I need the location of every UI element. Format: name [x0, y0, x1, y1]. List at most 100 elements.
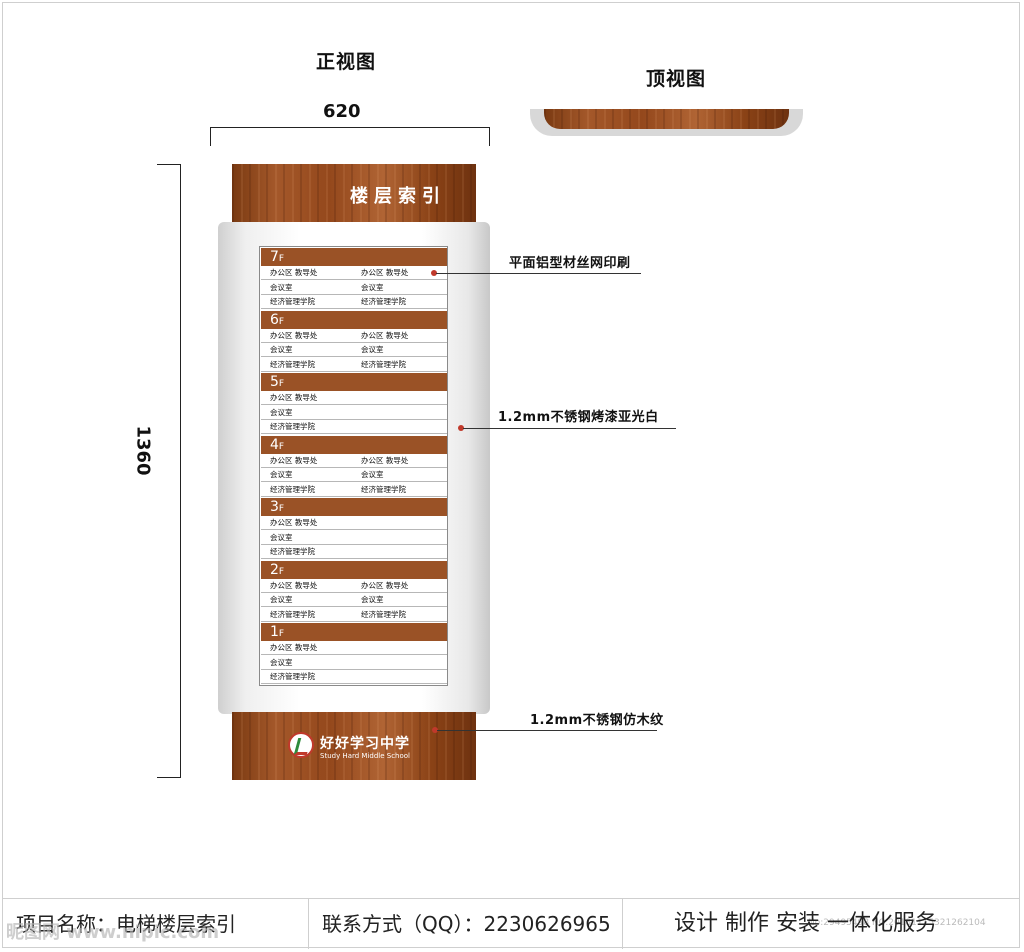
floor-header: 6F: [261, 310, 447, 329]
footer-contact: 联系方式（QQ）：2230626965: [322, 912, 611, 936]
floor-number: 4: [270, 436, 279, 453]
callout-line-3: [437, 730, 657, 731]
directory-row: 经济管理学院 经济管理学院: [261, 295, 447, 309]
room-left: 办公区 教导处: [270, 268, 318, 277]
directory-row: 经济管理学院: [261, 670, 447, 684]
footer-service: 设计 制作 安装 一体化服务: [674, 911, 937, 936]
room-left: 办公区 教导处: [270, 518, 318, 527]
directory-row: 经济管理学院 经济管理学院: [261, 608, 447, 622]
floor-number: 2: [270, 561, 279, 578]
room-left: 经济管理学院: [270, 422, 315, 431]
room-left: 会议室: [270, 282, 293, 292]
directory-row: 办公区 教导处 办公区 教导处: [261, 329, 447, 343]
room-left: 经济管理学院: [270, 547, 315, 556]
front-view-label: 正视图: [316, 51, 377, 73]
room-left: 会议室: [270, 657, 293, 667]
room-right: 会议室: [361, 282, 384, 292]
watermark-id: No:29495498 NO.20181115321262104: [808, 918, 986, 928]
room-right: 经济管理学院: [361, 484, 406, 494]
school-name: 好好学习中学: [320, 736, 410, 752]
floor-header: 2F: [261, 560, 447, 579]
floor-unit: F: [278, 316, 285, 327]
width-dimension-line: [210, 127, 490, 146]
room-right: 经济管理学院: [361, 297, 406, 306]
directory-row: 会议室 会议室: [261, 281, 447, 295]
floor-header: 7F: [261, 248, 447, 266]
directory-row: 办公区 教导处: [261, 391, 447, 405]
floor-number: 6: [270, 311, 279, 328]
room-left: 会议室: [270, 470, 293, 479]
floor-unit: F: [278, 379, 285, 389]
directory-row: 经济管理学院 经济管理学院: [261, 483, 447, 497]
callout-dot-1: [431, 270, 437, 276]
floor-header: 1F: [261, 623, 447, 641]
footer-bar: 项目名称：电梯楼层索引 联系方式（QQ）：2230626965 设计 制作 安装…: [2, 898, 1020, 949]
callout-text-3: 1.2mm不锈钢仿木纹: [530, 713, 664, 728]
floor-unit: F: [278, 566, 285, 577]
callout-dot-3: [432, 727, 438, 733]
directory-row: 会议室: [261, 531, 447, 545]
floor-header: 4F: [261, 435, 447, 454]
room-right: 会议室: [361, 470, 384, 479]
room-left: 经济管理学院: [270, 672, 315, 681]
school-name-english: Study Hard Middle School: [320, 752, 410, 760]
height-dimension-line: [157, 164, 181, 778]
bottom-wood-base: 好好学习中学 Study Hard Middle School: [232, 712, 476, 780]
directory-row: 办公区 教导处办公区 教导处: [261, 454, 447, 468]
room-left: 经济管理学院: [270, 484, 315, 494]
width-dimension-label: 620: [323, 101, 361, 122]
directory-row: 会议室: [261, 406, 447, 420]
room-right: 会议室: [361, 345, 384, 354]
room-left: 经济管理学院: [270, 359, 315, 369]
callout-line-2: [463, 428, 676, 429]
floor-number: 3: [270, 499, 279, 515]
room-left: 经济管理学院: [270, 297, 315, 306]
room-right: 办公区 教导处: [361, 330, 409, 340]
directory-row: 经济管理学院: [261, 420, 447, 434]
callout-dot-2: [458, 425, 464, 431]
room-left: 办公区 教导处: [270, 393, 318, 402]
room-right: 经济管理学院: [361, 359, 406, 369]
floor-unit: F: [278, 441, 285, 452]
floor-number: 7: [270, 249, 279, 265]
floor-number: 5: [270, 374, 279, 390]
directory-row: 会议室 会议室: [261, 593, 447, 607]
directory-row: 办公区 教导处: [261, 641, 447, 655]
callout-text-1: 平面铝型材丝网印刷: [509, 256, 631, 271]
top-view-label: 顶视图: [646, 68, 707, 90]
floor-unit: F: [278, 504, 285, 514]
room-left: 办公区 教导处: [270, 643, 318, 652]
top-wood-cap: 楼层索引: [232, 164, 476, 224]
floor-unit: F: [278, 629, 285, 639]
directory-row: 会议室 会议室: [261, 343, 447, 357]
room-right: 经济管理学院: [361, 609, 406, 619]
footer-project: 项目名称：电梯楼层索引: [16, 912, 236, 936]
room-left: 会议室: [270, 345, 293, 354]
room-left: 办公区 教导处: [270, 455, 318, 465]
callout-text-2: 1.2mm不锈钢烤漆亚光白: [498, 410, 659, 425]
school-logo-icon: [288, 732, 314, 758]
sign-title: 楼层索引: [350, 186, 446, 207]
floor-header: 3F: [261, 498, 447, 516]
directory-row: 经济管理学院 经济管理学院: [261, 358, 447, 372]
directory-row: 办公区 教导处 办公区 教导处: [261, 579, 447, 593]
height-dimension-label: 1360: [132, 425, 154, 476]
room-left: 办公区 教导处: [270, 330, 318, 340]
watermark-site: 昵图网 www.nipic.com: [6, 922, 220, 943]
directory-row: 办公区 教导处: [261, 516, 447, 530]
floor-unit: F: [278, 254, 285, 264]
directory-row: 办公区 教导处办公区 教导处: [261, 266, 447, 280]
room-left: 会议室: [270, 532, 293, 542]
room-right: 办公区 教导处: [361, 580, 409, 590]
room-right: 会议室: [361, 595, 384, 604]
room-left: 会议室: [270, 407, 293, 417]
floor-header: 5F: [261, 373, 447, 391]
room-left: 办公区 教导处: [270, 580, 318, 590]
floor-number: 1: [270, 624, 279, 640]
directory-row: 会议室 会议室: [261, 468, 447, 482]
room-left: 经济管理学院: [270, 609, 315, 619]
top-view-wood-face: [544, 109, 789, 129]
room-left: 会议室: [270, 595, 293, 604]
